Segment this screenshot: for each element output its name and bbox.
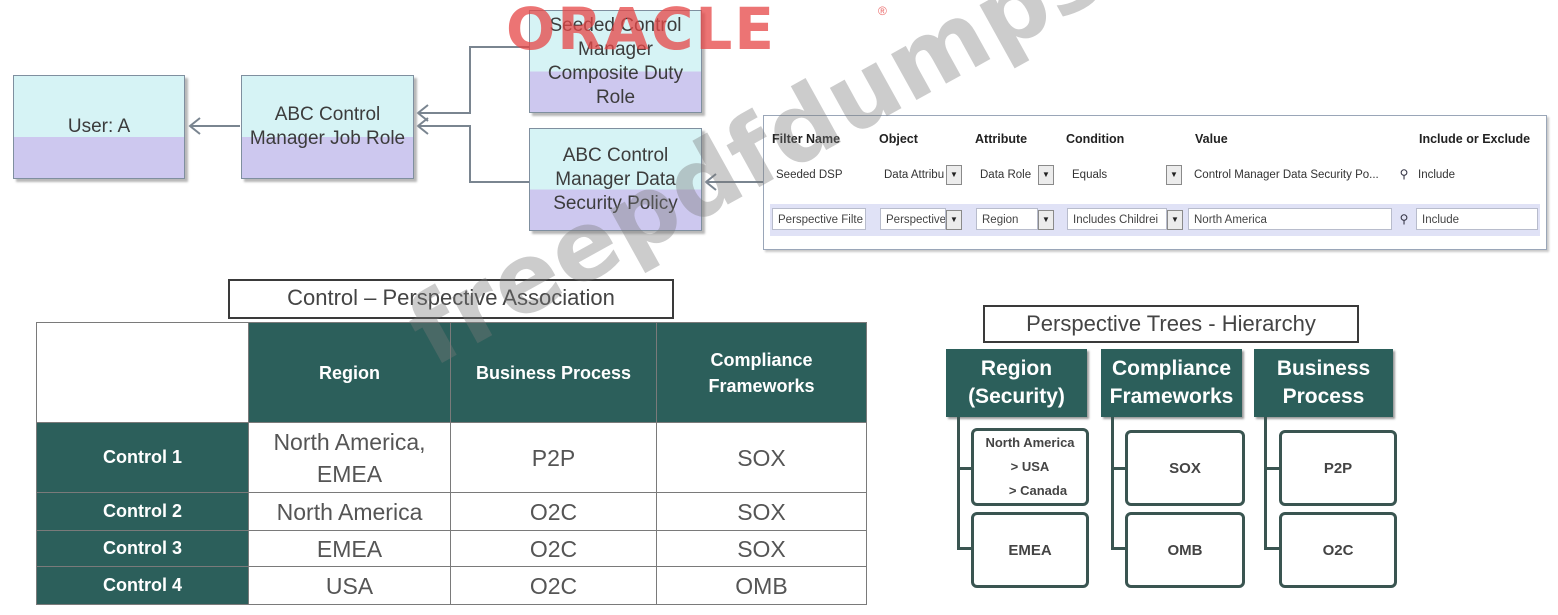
- filter-name-input[interactable]: Perspective Filte: [772, 208, 866, 230]
- duty-role-label: Seeded Control Manager Composite Duty Ro…: [547, 14, 684, 108]
- business-node-p2p: P2P: [1279, 430, 1397, 506]
- association-title: Control – Perspective Association: [228, 279, 674, 319]
- tree-connector: [957, 417, 960, 549]
- node-text-p2p: P2P: [1323, 459, 1353, 477]
- region-node-north-america: North America > USA > Canada: [971, 428, 1089, 506]
- trees-title: Perspective Trees - Hierarchy: [983, 305, 1359, 343]
- row-header: Control 2: [36, 492, 249, 531]
- search-icon[interactable]: ⚲: [1399, 167, 1409, 181]
- header-filter-name: Filter Name: [772, 132, 841, 146]
- tree-connector: [1264, 547, 1281, 550]
- process-cell: P2P: [450, 422, 657, 493]
- column-header-region: Region: [248, 322, 451, 423]
- node-text-o2c: O2C: [1322, 541, 1354, 559]
- compliance-tree-header: Compliance Frameworks: [1101, 349, 1242, 417]
- framework-cell: SOX: [656, 492, 867, 531]
- attribute-select[interactable]: Region: [976, 208, 1038, 230]
- chevron-down-icon[interactable]: ▼: [946, 165, 962, 185]
- compliance-node-sox: SOX: [1125, 430, 1245, 506]
- table-row: Control 2 North America O2C SOX: [36, 492, 867, 531]
- tree-connector: [1264, 417, 1267, 549]
- node-text-sox: SOX: [1169, 459, 1201, 477]
- search-icon[interactable]: ⚲: [1399, 212, 1409, 226]
- process-cell: O2C: [450, 492, 657, 531]
- filter-panel: Filter Name Object Attribute Condition V…: [763, 115, 1547, 250]
- chevron-down-icon[interactable]: ▼: [1167, 210, 1183, 230]
- include-exclude-value[interactable]: Include: [1418, 169, 1456, 181]
- header-object: Object: [879, 132, 918, 146]
- business-tree-header: Business Process: [1254, 349, 1393, 417]
- node-text-canada: > Canada: [1008, 483, 1068, 498]
- association-table: Region Business Process Compliance Frame…: [36, 322, 867, 605]
- object-select[interactable]: Perspective: [880, 208, 946, 230]
- header-include-exclude: Include or Exclude: [1419, 132, 1531, 146]
- trees-title-text: Perspective Trees - Hierarchy: [1026, 311, 1316, 336]
- node-text-usa: > USA: [1010, 459, 1050, 474]
- condition-select[interactable]: Equals: [1072, 169, 1108, 181]
- header-condition: Condition: [1066, 132, 1125, 146]
- duty-role-box: Seeded Control Manager Composite Duty Ro…: [529, 10, 702, 113]
- region-cell: North America, EMEA: [248, 422, 451, 493]
- business-tree-header-text: Business Process: [1276, 357, 1371, 408]
- registered-mark: ®: [878, 4, 887, 18]
- chevron-down-icon[interactable]: ▼: [1038, 165, 1054, 185]
- table-header-row: Region Business Process Compliance Frame…: [36, 322, 867, 423]
- tree-connector: [957, 467, 973, 470]
- tree-connector: [1264, 467, 1281, 470]
- row-header: Control 4: [36, 566, 249, 605]
- chevron-down-icon[interactable]: ▼: [1038, 210, 1054, 230]
- association-title-text: Control – Perspective Association: [287, 285, 615, 310]
- node-text-omb: OMB: [1167, 541, 1203, 559]
- tree-connector: [1111, 467, 1127, 470]
- tree-connector: [957, 547, 973, 550]
- row-header: Control 3: [36, 530, 249, 567]
- oracle-logo: ORACLE: [506, 0, 776, 63]
- business-node-o2c: O2C: [1279, 512, 1397, 588]
- region-cell: EMEA: [248, 530, 451, 567]
- region-tree-header-text: Region (Security): [968, 357, 1065, 408]
- value-field[interactable]: Control Manager Data Security Po...: [1194, 169, 1379, 181]
- process-cell: O2C: [450, 530, 657, 567]
- value-input[interactable]: North America: [1188, 208, 1392, 230]
- job-role-box: ABC Control Manager Job Role: [241, 75, 414, 179]
- node-text-emea: EMEA: [1008, 541, 1052, 559]
- user-box: User: A: [13, 75, 185, 179]
- table-corner: [36, 322, 249, 423]
- framework-cell: SOX: [656, 530, 867, 567]
- process-cell: O2C: [450, 566, 657, 605]
- node-text-north-america: North America: [985, 435, 1075, 450]
- tree-connector: [1111, 547, 1127, 550]
- column-header-business-process: Business Process: [450, 322, 657, 423]
- include-exclude-input[interactable]: Include: [1416, 208, 1538, 230]
- region-cell: USA: [248, 566, 451, 605]
- row-header: Control 1: [36, 422, 249, 493]
- column-header-compliance-frameworks: Compliance Frameworks: [656, 322, 867, 423]
- framework-cell: OMB: [656, 566, 867, 605]
- data-security-policy-box: ABC Control Manager Data Security Policy: [529, 128, 702, 231]
- filter-row: Perspective Filte Perspective ▼ Region ▼…: [770, 204, 1540, 236]
- chevron-down-icon[interactable]: ▼: [1166, 165, 1182, 185]
- compliance-node-omb: OMB: [1125, 512, 1245, 588]
- header-attribute: Attribute: [975, 132, 1028, 146]
- filter-row: Seeded DSP Data Attribu ▼ Data Role ▼ Eq…: [770, 159, 1540, 191]
- job-role-label: ABC Control Manager Job Role: [249, 104, 406, 149]
- compliance-tree-header-text: Compliance Frameworks: [1109, 357, 1234, 408]
- object-select[interactable]: Data Attribu: [884, 169, 944, 181]
- chevron-down-icon[interactable]: ▼: [946, 210, 962, 230]
- filter-name-value: Seeded DSP: [776, 169, 843, 181]
- attribute-select[interactable]: Data Role: [980, 169, 1032, 181]
- role-connectors: [188, 46, 763, 191]
- region-tree-header: Region (Security): [946, 349, 1087, 417]
- condition-select[interactable]: Includes Childrei: [1067, 208, 1167, 230]
- user-label: User: A: [67, 116, 131, 137]
- tree-connector: [1111, 417, 1114, 549]
- table-row: Control 3 EMEA O2C SOX: [36, 530, 867, 567]
- framework-cell: SOX: [656, 422, 867, 493]
- table-row: Control 1 North America, EMEA P2P SOX: [36, 422, 867, 493]
- region-cell: North America: [248, 492, 451, 531]
- data-security-policy-label: ABC Control Manager Data Security Policy: [553, 144, 678, 214]
- table-row: Control 4 USA O2C OMB: [36, 566, 867, 605]
- header-value: Value: [1195, 132, 1228, 146]
- region-node-emea: EMEA: [971, 512, 1089, 588]
